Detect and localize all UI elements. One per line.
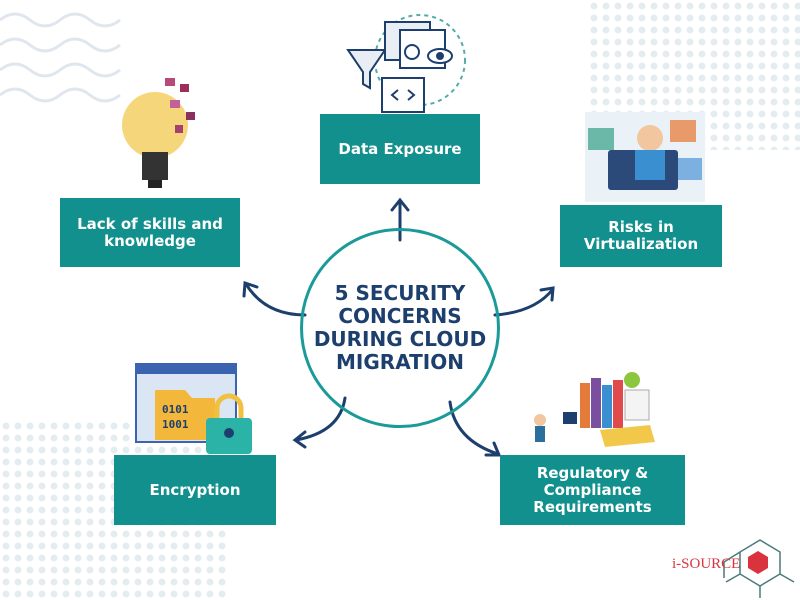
compliance-illustration <box>534 372 655 447</box>
arrow-to-virtualization <box>493 286 555 317</box>
concern-encryption: Encryption <box>114 455 276 525</box>
isource-logo-text: i-SOURCE <box>672 556 741 572</box>
main-title: 5 SECURITY CONCERNS DURING CLOUD MIGRATI… <box>313 281 487 374</box>
data-exposure-illustration <box>346 14 466 113</box>
concern-lack-of-skills: Lack of skills and knowledge <box>60 198 240 267</box>
concern-label: Lack of skills and knowledge <box>77 214 223 250</box>
concern-label: Encryption <box>149 480 241 499</box>
wave-lines-decoration <box>0 12 121 103</box>
svg-text:1001: 1001 <box>162 418 189 431</box>
concern-risks-virtualization: Risks in Virtualization <box>560 205 722 267</box>
virtualization-illustration <box>585 112 705 202</box>
encryption-illustration: 0101 1001 <box>135 363 252 454</box>
concern-label: Risks in Virtualization <box>583 218 699 253</box>
arrow-to-regulatory <box>448 400 502 457</box>
isource-logo-icon <box>723 539 795 598</box>
lightbulb-illustration <box>122 78 195 188</box>
svg-text:0101: 0101 <box>162 403 189 416</box>
concern-regulatory-compliance: Regulatory & Compliance Requirements <box>500 455 685 525</box>
concern-label: Data Exposure <box>338 139 462 158</box>
concern-data-exposure: Data Exposure <box>320 114 480 184</box>
concern-label: Regulatory & Compliance Requirements <box>533 463 652 516</box>
arrow-to-lack-of-skills <box>242 280 307 317</box>
isource-logo-cube-icon <box>748 551 768 574</box>
central-title-circle: 5 SECURITY CONCERNS DURING CLOUD MIGRATI… <box>300 228 500 428</box>
